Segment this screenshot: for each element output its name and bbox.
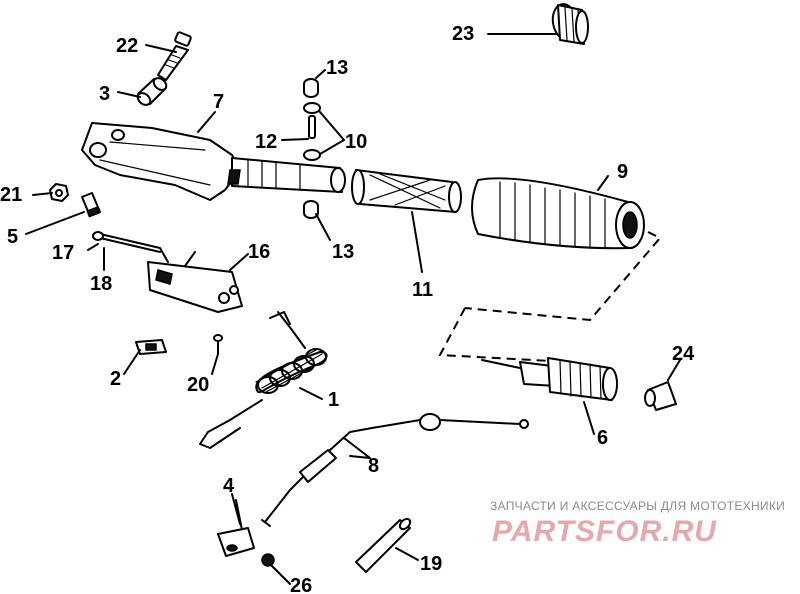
callout-5: 5 — [7, 226, 18, 248]
part-20-screw — [213, 334, 223, 355]
watermark-brand: PARTSFOR.RU — [492, 515, 717, 548]
assembly-dashed-outline — [438, 231, 662, 363]
callout-4: 4 — [223, 475, 235, 497]
part-9-grip — [471, 177, 645, 250]
callout-23: 23 — [452, 23, 474, 45]
callout-18: 18 — [90, 273, 112, 295]
callout-8: 8 — [368, 455, 379, 477]
part-1-coiled-cord — [199, 311, 328, 449]
callout-9: 9 — [617, 161, 628, 183]
callout-labels: 1 2 3 4 5 6 7 8 9 10 11 12 13 13 16 17 1… — [0, 23, 695, 594]
callout-1: 1 — [328, 389, 339, 411]
part-8-cable — [261, 413, 529, 527]
part-13-upper-bushing — [303, 78, 319, 98]
part-7-tiller-arm — [81, 122, 346, 201]
part-12-pin — [308, 115, 316, 139]
part-17-wire-lead — [92, 231, 169, 263]
part-21-nut — [49, 183, 69, 202]
callout-16: 16 — [248, 241, 270, 263]
callout-3: 3 — [99, 83, 110, 105]
callout-17: 17 — [52, 242, 74, 264]
part-13-lower-bushing — [303, 200, 319, 219]
watermark-tagline: ЗАПЧАСТИ И АКСЕССУАРЫ ДЛЯ МОТОТЕХНИКИ — [490, 499, 785, 513]
callout-13-lower: 13 — [332, 241, 354, 263]
watermark: ЗАПЧАСТИ И АКСЕССУАРЫ ДЛЯ МОТОТЕХНИКИ PA… — [490, 499, 785, 548]
part-10-washers — [303, 102, 321, 161]
callout-6: 6 — [597, 427, 608, 449]
part-4-link-bracket — [217, 499, 255, 557]
callout-22: 22 — [116, 35, 138, 57]
part-26-screw — [261, 553, 275, 567]
part-16-bracket — [147, 251, 243, 313]
callout-21: 21 — [0, 184, 22, 206]
callout-13-upper: 13 — [326, 57, 348, 79]
callout-24: 24 — [672, 343, 695, 365]
callout-26: 26 — [290, 575, 312, 594]
part-11-throttle-core — [351, 169, 462, 213]
part-5-switch — [81, 192, 101, 218]
part-19-rod — [355, 517, 412, 573]
part-3-bushing — [136, 77, 168, 106]
callout-10: 10 — [345, 131, 367, 153]
callout-11: 11 — [412, 279, 433, 301]
callout-7: 7 — [213, 91, 224, 113]
part-2-clip — [135, 339, 167, 355]
callout-12: 12 — [255, 131, 277, 153]
part-6-throttle-shaft — [481, 357, 618, 401]
callout-19: 19 — [420, 553, 442, 575]
part-22-bolt — [157, 31, 192, 81]
callout-2: 2 — [110, 368, 121, 390]
leader-lines — [25, 33, 681, 585]
part-24-knob — [644, 381, 677, 411]
part-23-cap — [551, 3, 589, 45]
callout-20: 20 — [187, 374, 209, 396]
